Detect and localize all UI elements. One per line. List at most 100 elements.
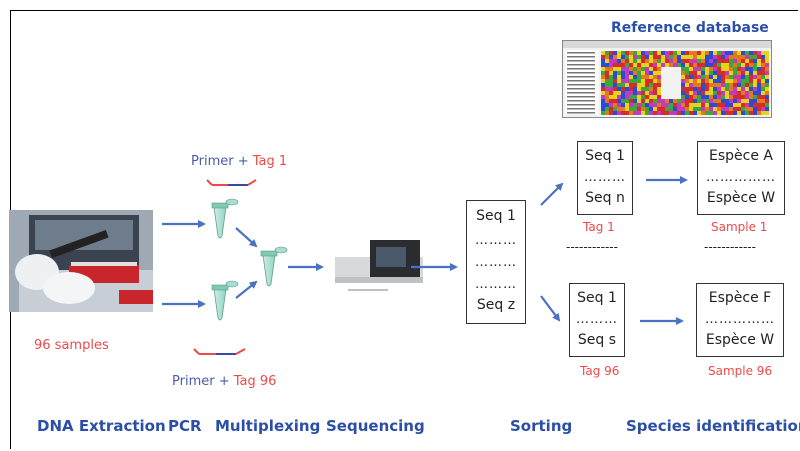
alignment-cell — [633, 55, 637, 59]
alignment-cell — [669, 111, 673, 115]
alignment-cell — [705, 87, 709, 91]
alignment-cell — [665, 99, 669, 103]
alignment-cell — [701, 87, 705, 91]
alignment-cell — [657, 99, 661, 103]
alignment-cell — [673, 59, 677, 63]
alignment-cell — [605, 111, 609, 115]
alignment-cell — [657, 63, 661, 67]
alignment-cell — [605, 71, 609, 75]
alignment-cell — [657, 75, 661, 79]
alignment-cell — [645, 87, 649, 91]
alignment-cell — [681, 99, 685, 103]
alignment-cell — [613, 75, 617, 79]
alignment-row-label — [567, 72, 595, 74]
alignment-cell — [701, 79, 705, 83]
alignment-row-label — [567, 84, 595, 86]
alignment-cell — [609, 91, 613, 95]
alignment-cell — [729, 63, 733, 67]
alignment-cell — [725, 51, 729, 55]
stage-sequencing: Sequencing — [326, 417, 425, 435]
alignment-cell — [753, 55, 757, 59]
alignment-cell — [701, 75, 705, 79]
alignment-cell — [757, 63, 761, 67]
alignment-cell — [645, 91, 649, 95]
alignment-row-label — [567, 56, 595, 58]
alignment-cell — [653, 91, 657, 95]
alignment-cell — [745, 51, 749, 55]
plus-sign: + — [214, 374, 234, 389]
alignment-cell — [749, 63, 753, 67]
alignment-cell — [661, 111, 665, 115]
alignment-cell — [613, 103, 617, 107]
alignment-cell — [653, 67, 657, 71]
alignment-cell — [637, 51, 641, 55]
alignment-cell — [641, 99, 645, 103]
alignment-cell — [749, 83, 753, 87]
alignment-cell — [613, 51, 617, 55]
alignment-cell — [653, 55, 657, 59]
alignment-cell — [681, 95, 685, 99]
alignment-cell — [625, 67, 629, 71]
alignment-cell — [737, 75, 741, 79]
alignment-cell — [749, 99, 753, 103]
alignment-cell — [613, 91, 617, 95]
alignment-cell — [721, 51, 725, 55]
sort-bottom-last: Seq s — [577, 332, 617, 348]
alignment-cell — [753, 87, 757, 91]
alignment-cell — [617, 95, 621, 99]
alignment-cell — [765, 99, 769, 103]
alignment-cell — [637, 75, 641, 79]
alignment-cell — [765, 83, 769, 87]
alignment-cell — [609, 99, 613, 103]
alignment-cell — [629, 83, 633, 87]
alignment-cell — [605, 87, 609, 91]
alignment-cell — [629, 75, 633, 79]
alignment-cell — [765, 91, 769, 95]
alignment-cell — [749, 67, 753, 71]
alignment-cell — [681, 103, 685, 107]
alignment-cell — [713, 51, 717, 55]
alignment-cell — [625, 51, 629, 55]
alignment-cell — [609, 59, 613, 63]
alignment-cell — [733, 107, 737, 111]
alignment-cell — [717, 67, 721, 71]
alignment-cell — [753, 75, 757, 79]
alignment-cell — [617, 111, 621, 115]
alignment-cell — [641, 111, 645, 115]
alignment-cell — [689, 83, 693, 87]
alignment-cell — [737, 59, 741, 63]
alignment-cell — [713, 67, 717, 71]
alignment-cell — [609, 83, 613, 87]
alignment-cell — [761, 71, 765, 75]
alignment-cell — [629, 55, 633, 59]
alignment-cell — [717, 63, 721, 67]
alignment-cell — [709, 95, 713, 99]
alignment-cell — [745, 87, 749, 91]
alignment-cell — [657, 67, 661, 71]
alignment-cell — [601, 103, 605, 107]
alignment-cell — [689, 79, 693, 83]
alignment-cell — [633, 87, 637, 91]
alignment-cell — [741, 75, 745, 79]
alignment-cell — [741, 111, 745, 115]
alignment-cell — [641, 103, 645, 107]
alignment-cell — [709, 75, 713, 79]
alignment-cell — [649, 59, 653, 63]
alignment-row-label — [567, 64, 595, 66]
alignment-cell — [741, 63, 745, 67]
alignment-cell — [601, 67, 605, 71]
alignment-cell — [745, 55, 749, 59]
alignment-grid — [563, 41, 771, 117]
samples-label: 96 samples — [34, 338, 109, 353]
alignment-cell — [625, 91, 629, 95]
alignment-cell — [621, 67, 625, 71]
alignment-cell — [729, 99, 733, 103]
alignment-cell — [617, 71, 621, 75]
alignment-cell — [709, 83, 713, 87]
alignment-cell — [761, 79, 765, 83]
alignment-cell — [733, 103, 737, 107]
alignment-cell — [629, 79, 633, 83]
species-top-caption: Sample 1 — [711, 220, 768, 234]
alignment-cell — [621, 103, 625, 107]
reference-title: Reference database — [611, 20, 769, 36]
